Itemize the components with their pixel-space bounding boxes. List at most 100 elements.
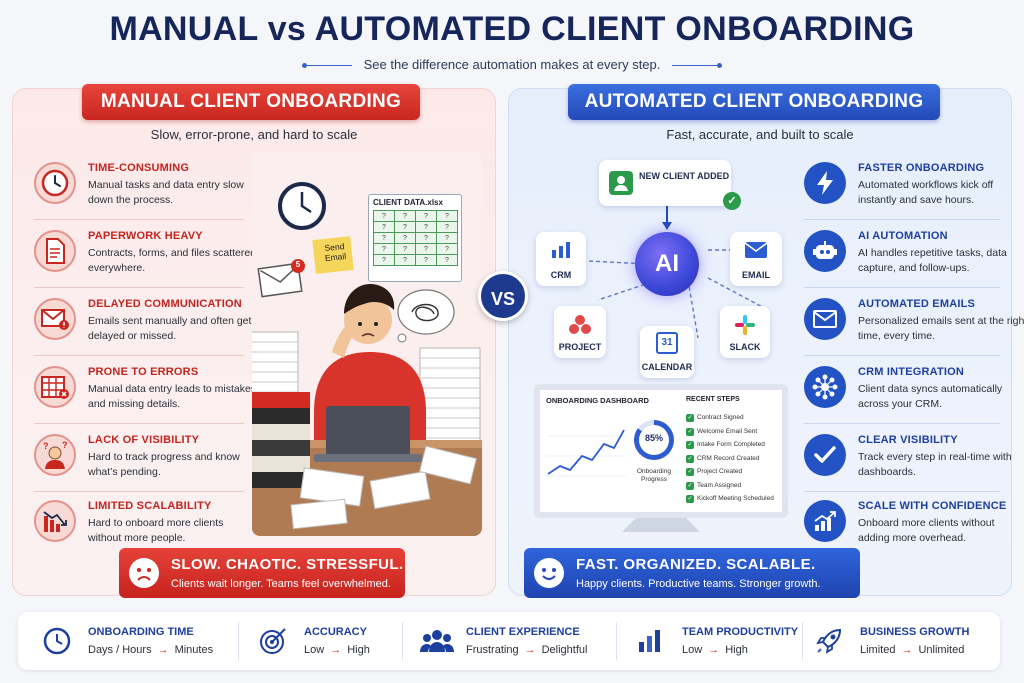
item-desc: Manual data entry leads to mistakes and … — [88, 383, 257, 410]
cell: ? — [373, 243, 395, 255]
new-client-card: NEW CLIENT ADDED ✓ — [599, 160, 741, 210]
calendar-error-icon — [34, 366, 76, 408]
steps-title: RECENT STEPS — [686, 396, 740, 403]
progress-value: 85% — [644, 433, 663, 443]
email-icon — [744, 242, 768, 258]
sticky-note-text: Send Email — [324, 241, 347, 264]
item-desc: Onboard more clients without adding more… — [858, 517, 995, 544]
target-icon — [258, 626, 292, 656]
dashboard-title: ONBOARDING DASHBOARD — [546, 396, 649, 405]
metric-to: Unlimited — [918, 644, 965, 656]
arrow-icon: → — [708, 644, 720, 656]
manual-tagline: Slow, error-prone, and hard to scale — [150, 127, 358, 142]
item-desc: Personalized emails sent at the right ti… — [858, 315, 1024, 342]
crm-node: CRM — [536, 232, 586, 286]
mail-badge: 5 — [295, 260, 301, 269]
crm-label: CRM — [550, 270, 572, 280]
manual-heading: MANUAL CLIENT ONBOARDING — [82, 84, 420, 120]
banner-subline: Clients wait longer. Teams feel overwhel… — [171, 578, 391, 590]
document-icon — [34, 230, 76, 272]
email-node: EMAIL — [730, 232, 782, 286]
step-item: Kickoff Meeting Scheduled — [686, 493, 786, 507]
slack-icon — [735, 315, 755, 335]
manual-summary-banner: SLOW. CHAOTIC. STRESSFUL. Clients wait l… — [119, 548, 405, 598]
calendar-node: 31 CALENDAR — [640, 326, 694, 378]
people-icon — [420, 626, 454, 656]
item-desc: Client data syncs automatically across y… — [858, 383, 1003, 410]
item-title: AUTOMATED EMAILS — [858, 298, 976, 310]
item-title: TIME-CONSUMING — [88, 162, 190, 174]
check-circle-icon — [804, 434, 846, 476]
metric-to: High — [725, 644, 748, 656]
item-desc: Emails sent manually and often get delay… — [88, 315, 252, 342]
slack-node: SLACK — [720, 306, 770, 358]
manual-item: PAPERWORK HEAVY Contracts, forms, and fi… — [34, 226, 256, 290]
metric-change: Low→High — [682, 644, 748, 656]
divider — [34, 423, 244, 424]
cell: ? — [394, 210, 416, 222]
connection-lines — [567, 206, 769, 339]
cell: ? — [373, 232, 395, 244]
lightning-icon — [804, 162, 846, 204]
divider — [34, 491, 244, 492]
item-title: DELAYED COMMUNICATION — [88, 298, 242, 310]
cell: ? — [415, 232, 437, 244]
metric-from: Limited — [860, 644, 896, 656]
cell: ? — [373, 254, 395, 266]
steps-list: Contract Signed Welcome Email Sent Intak… — [686, 412, 786, 507]
happy-face-icon — [534, 558, 564, 588]
metric-from: Days / Hours — [88, 644, 152, 656]
project-icon — [569, 315, 591, 334]
spreadsheet-title: CLIENT DATA.xlsx — [373, 198, 443, 207]
divider — [616, 622, 617, 660]
divider — [34, 355, 244, 356]
step-item: CRM Record Created — [686, 453, 786, 467]
step-item: Contract Signed — [686, 412, 786, 426]
email-alert-icon — [34, 298, 76, 340]
item-title: PRONE TO ERRORS — [88, 366, 199, 378]
metric-change: Low→High — [304, 644, 370, 656]
metric-title: TEAM PRODUCTIVITY — [682, 626, 799, 638]
cell: ? — [436, 210, 458, 222]
page-title: MANUAL vs AUTOMATED CLIENT ONBOARDING — [109, 10, 915, 48]
item-title: CRM INTEGRATION — [858, 366, 965, 378]
item-desc: Track every step in real-time with dashb… — [858, 451, 1012, 478]
metric-change: Frustrating→Delightful — [466, 644, 587, 656]
cell: ? — [394, 221, 416, 233]
item-title: SCALE WITH CONFIDENCE — [858, 500, 1007, 512]
rocket-icon — [814, 626, 848, 656]
growth-chart-icon — [804, 500, 846, 542]
vs-badge: VS — [478, 271, 528, 321]
cell: ? — [436, 221, 458, 233]
item-desc: Manual tasks and data entry slow down th… — [88, 179, 244, 206]
project-label: PROJECT — [558, 342, 602, 352]
manual-item: TIME-CONSUMING Manual tasks and data ent… — [34, 158, 254, 222]
cell: ? — [415, 243, 437, 255]
automated-heading: AUTOMATED CLIENT ONBOARDING — [568, 84, 940, 120]
item-title: AI AUTOMATION — [858, 230, 948, 242]
network-icon — [804, 366, 846, 408]
user-card-icon — [609, 171, 633, 195]
declining-chart-icon — [34, 500, 76, 542]
item-title: CLEAR VISIBILITY — [858, 434, 958, 446]
divider — [238, 622, 239, 660]
progress-gauge — [634, 420, 674, 460]
divider — [802, 622, 803, 660]
divider — [804, 287, 1000, 288]
step-item: Team Assigned — [686, 480, 786, 494]
banner-subline: Happy clients. Productive teams. Stronge… — [576, 578, 821, 590]
divider — [804, 491, 1000, 492]
svg-text:?: ? — [62, 440, 68, 450]
project-node: PROJECT — [554, 306, 606, 358]
divider — [34, 219, 244, 220]
cell: ? — [415, 254, 437, 266]
metric-from: Frustrating — [466, 644, 519, 656]
cell: ? — [436, 232, 458, 244]
cell: ? — [415, 221, 437, 233]
metric-title: BUSINESS GROWTH — [860, 626, 970, 638]
monitor-stand — [622, 518, 700, 532]
cell: ? — [373, 221, 395, 233]
divider — [804, 423, 1000, 424]
metric-change: Limited→Unlimited — [860, 644, 964, 656]
arrow-icon: → — [330, 644, 342, 656]
